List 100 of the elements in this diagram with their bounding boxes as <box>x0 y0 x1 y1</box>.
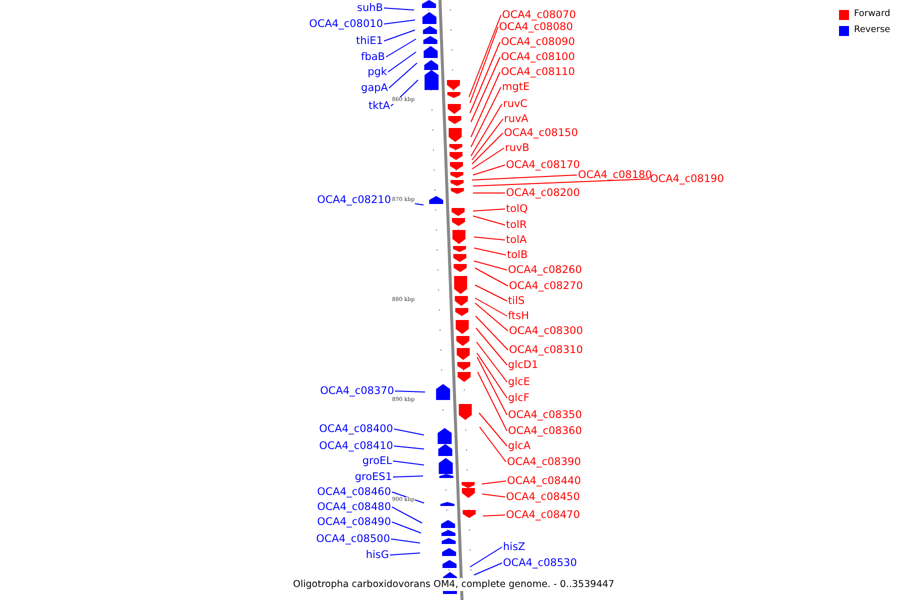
leader-line <box>482 494 506 498</box>
gene-label: glcE <box>508 376 530 388</box>
gene-label: fbaB <box>361 50 385 64</box>
gene-label: OCA4_c08350 <box>508 408 582 422</box>
leader-line <box>388 62 418 88</box>
gene-label: tolA <box>506 234 527 246</box>
gene-label: OCA4_c08360 <box>508 424 582 438</box>
gene-label: OCA4_c08170 <box>506 158 580 172</box>
leader-line <box>470 26 498 104</box>
leader-line <box>470 42 500 114</box>
gene-label: ruvB <box>505 142 530 154</box>
leader-line <box>470 86 502 148</box>
gene-label: ftsH <box>508 310 529 322</box>
gene-label: hisG <box>366 548 389 562</box>
leader-line <box>472 148 504 170</box>
leader-line <box>476 328 508 366</box>
gene-label: OCA4_c08480 <box>317 500 391 514</box>
gene-label: OCA4_c08490 <box>317 516 391 528</box>
gene-label: OCA4_c08200 <box>506 186 580 200</box>
gene-label: groEL <box>362 454 392 468</box>
leader-line <box>384 30 416 42</box>
gene-label: OCA4_c08210 <box>317 194 391 206</box>
leader-line <box>474 248 506 256</box>
leader-line <box>390 80 418 106</box>
gene-label: hisZ <box>503 540 526 554</box>
gene-label: OCA4_c08010 <box>309 18 383 30</box>
leader-line <box>482 514 506 516</box>
leader-line <box>392 522 422 534</box>
gene-label: OCA4_c08500 <box>316 532 390 546</box>
leader-line <box>472 118 504 160</box>
gene-label: OCA4_c08310 <box>509 344 583 356</box>
leader-line <box>472 132 504 164</box>
leader-line <box>390 538 420 544</box>
leader-line <box>474 302 508 332</box>
gene-label: OCA4_c08100 <box>501 50 575 64</box>
leader-line <box>386 38 416 58</box>
gene-label: tilS <box>508 294 525 308</box>
leader-line <box>474 562 502 576</box>
legend-label: Reverse <box>854 24 890 37</box>
gene-label: mgtE <box>502 80 530 94</box>
gene-label: OCA4_c08150 <box>504 126 578 140</box>
gene-label: OCA4_c08450 <box>506 490 580 504</box>
gene-label: gapA <box>361 82 388 94</box>
leader-line <box>392 476 424 478</box>
gene-label: OCA4_c08260 <box>508 264 582 276</box>
leader-line <box>476 356 508 416</box>
leader-line <box>474 236 506 240</box>
leader-line <box>392 492 424 504</box>
leader-line <box>472 216 506 226</box>
gene-label: OCA4_c08110 <box>501 66 575 78</box>
leader-line <box>470 104 502 156</box>
leader-line <box>394 390 426 392</box>
leader-line <box>394 428 424 436</box>
gene-label: tolQ <box>506 202 528 216</box>
gene-label: OCA4_c08460 <box>317 486 391 498</box>
leader-line <box>392 506 422 524</box>
gene-label: tktA <box>368 100 390 112</box>
gene-label: OCA4_c08190 <box>650 172 724 186</box>
gene-label: pgk <box>368 66 387 78</box>
gene-label: groES1 <box>354 470 392 484</box>
gene-label: OCA4_c08530 <box>503 556 577 570</box>
leader-line <box>388 52 416 72</box>
gene-label: OCA4_c08370 <box>320 384 394 398</box>
leader-line <box>472 174 578 180</box>
leader-line <box>392 460 424 466</box>
leader-line <box>479 426 506 462</box>
gene-label: OCA4_c08300 <box>509 324 583 338</box>
leader-line <box>477 372 508 432</box>
gene-label: tolR <box>506 218 527 232</box>
gene-label: OCA4_c08390 <box>507 456 581 468</box>
gene-label: ruvC <box>503 98 528 110</box>
leader-line <box>390 552 420 556</box>
leader-line <box>474 260 508 270</box>
leader-line <box>472 192 506 194</box>
gene-label: glcD1 <box>508 358 538 372</box>
leader-line <box>478 412 508 446</box>
gene-label: OCA4_c08090 <box>501 36 575 48</box>
leader-line <box>468 14 502 98</box>
leader-line <box>476 342 508 382</box>
leader-line <box>474 298 508 316</box>
gene-label: OCA4_c08070 <box>502 8 576 22</box>
leader-line <box>470 72 500 138</box>
gene-label: OCA4_c08470 <box>506 508 580 522</box>
gene-label: OCA4_c08440 <box>507 474 581 488</box>
leader-line <box>474 268 508 286</box>
leader-line <box>472 178 650 186</box>
caption: Oligotropha carboxidovorans OM4, complete genome. - 0..3539447 <box>293 578 614 591</box>
leader-line <box>472 164 506 176</box>
leader-line <box>481 480 506 484</box>
gene-label: tolB <box>507 248 528 262</box>
gene-label: OCA4_c08080 <box>499 20 573 34</box>
gene-label: glcF <box>508 392 530 404</box>
leader-line <box>476 352 508 398</box>
leader-line <box>384 8 414 10</box>
gene-label: OCA4_c08270 <box>509 280 583 292</box>
leader-line <box>470 56 500 122</box>
gene-label: OCA4_c08180 <box>578 168 652 182</box>
legend-label: Forward <box>854 8 890 21</box>
gene-label: OCA4_c08410 <box>319 440 393 452</box>
gene-label: ruvA <box>504 112 528 126</box>
